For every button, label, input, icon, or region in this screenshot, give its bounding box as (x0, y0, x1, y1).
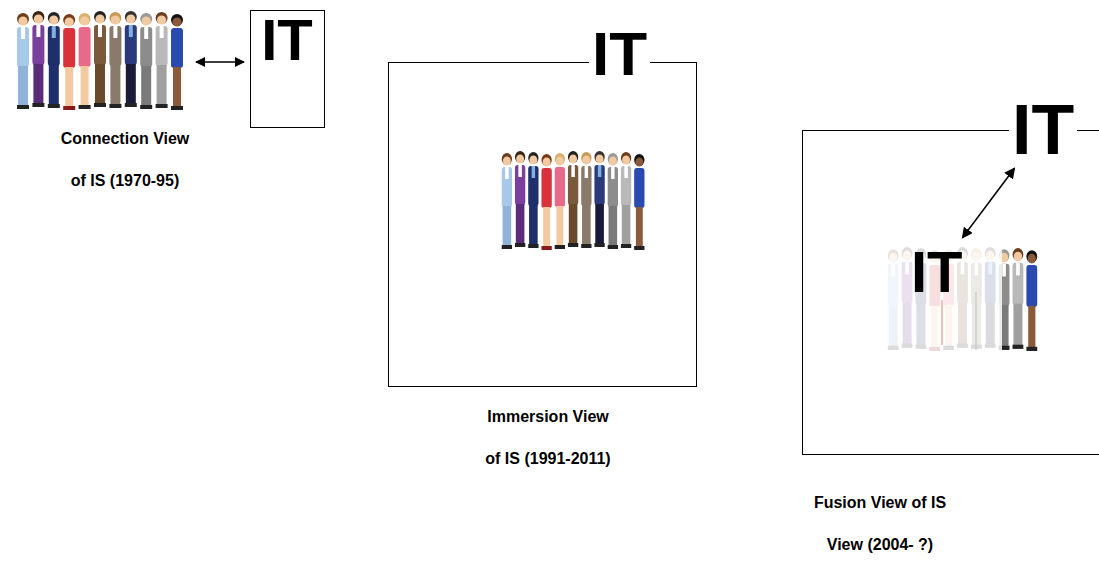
it-frame: ITIT (802, 130, 1099, 455)
label-holder: Connection View of IS (1970-95) (56, 118, 194, 202)
fade-streak (976, 292, 977, 350)
it-fused-text: IT (909, 241, 965, 303)
it-label: IT (911, 243, 963, 301)
view-caption: Connection View of IS (1970-95) (56, 118, 194, 202)
fade-streak (942, 300, 943, 345)
it-box: IT (250, 10, 325, 128)
it-label: IT (261, 11, 313, 69)
it-label: IT (1009, 95, 1077, 165)
double-arrow (962, 168, 1014, 238)
view-caption: Fusion View of IS View (2004- ?) (810, 482, 950, 564)
it-label: IT (589, 23, 650, 85)
people-group (17, 11, 183, 110)
label-holder: Immersion View of IS (1991-2011) (481, 396, 615, 480)
people-group (502, 151, 645, 250)
it-frame: IT (388, 62, 697, 387)
view-caption: Immersion View of IS (1991-2011) (481, 396, 615, 480)
fade-overlay (883, 243, 1002, 353)
label-holder: Fusion View of IS View (2004- ?) (810, 482, 950, 564)
double-arrow (196, 61, 244, 63)
